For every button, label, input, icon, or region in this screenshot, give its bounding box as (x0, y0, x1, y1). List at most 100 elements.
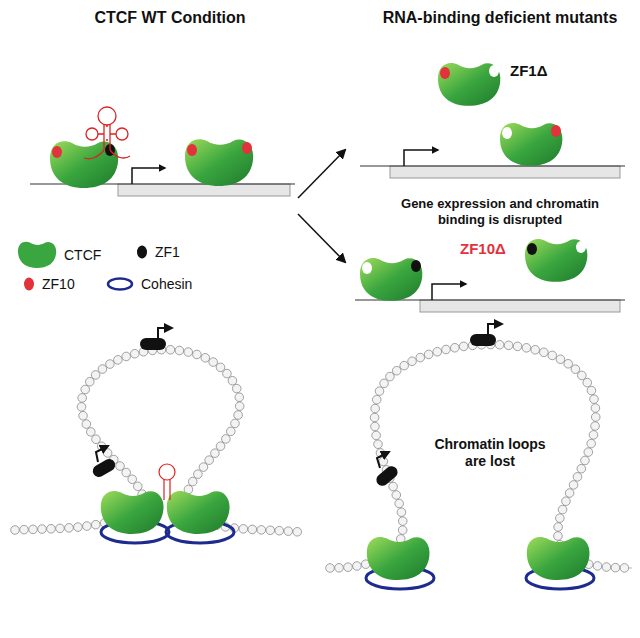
nucleosome (188, 477, 197, 486)
legend-swatch (105, 276, 135, 292)
nucleosome (199, 463, 208, 472)
ctcf-protein (360, 258, 422, 301)
nucleosome (433, 347, 442, 356)
nucleosome (353, 562, 362, 571)
annotation: Chromatin loops are lost (425, 436, 555, 470)
nucleosome (216, 442, 225, 451)
nucleosome (371, 404, 380, 413)
promoter-element (91, 324, 502, 488)
ctcf-protein (185, 139, 253, 186)
nucleosome (459, 342, 468, 351)
nucleosome (558, 505, 567, 514)
legend-swatch (135, 244, 149, 260)
nucleosome (372, 395, 381, 404)
legend-label: ZF1 (155, 244, 180, 260)
mutant-panel (355, 63, 625, 312)
nucleosome (166, 345, 175, 354)
annotation: Gene expression and chromatin binding is… (400, 196, 600, 227)
promoter-arrow (404, 150, 438, 166)
nucleosome (74, 523, 83, 532)
nucleosome (370, 413, 379, 422)
nucleosome (573, 473, 582, 482)
nucleosome (266, 526, 275, 535)
nucleosome (82, 420, 91, 429)
nucleosome (583, 378, 592, 387)
nucleosome (128, 475, 137, 484)
nucleosome (602, 563, 611, 572)
nucleosome (540, 348, 549, 357)
nucleosome (442, 345, 451, 354)
nucleosome (590, 395, 599, 404)
nucleosome (130, 349, 139, 358)
nucleosome (504, 341, 513, 350)
nucleosome (589, 431, 598, 440)
nucleosome (122, 468, 131, 477)
nucleosome (587, 386, 596, 395)
nucleosome (344, 563, 353, 572)
nucleosome (587, 439, 596, 448)
nucleosome (408, 357, 417, 366)
rna-stem-loop (84, 107, 130, 159)
nucleosome (392, 366, 401, 375)
nucleosome (571, 365, 580, 374)
dna-line (360, 165, 625, 166)
nucleosome (239, 525, 248, 534)
nucleosome (86, 428, 95, 437)
nucleosome (91, 520, 100, 529)
nucleosome (554, 532, 563, 541)
nucleosome (205, 456, 214, 465)
nucleosome (85, 377, 94, 386)
gene-body (420, 300, 620, 312)
transition-arrow (298, 150, 345, 198)
nucleosome (371, 422, 380, 431)
nucleosome (392, 491, 401, 500)
legend-item: Cohesin (105, 276, 192, 292)
nucleosome (522, 344, 531, 353)
chromatin-fiber (330, 345, 632, 568)
nucleosome (81, 385, 90, 394)
nucleosome (395, 499, 404, 508)
nucleosome (222, 435, 231, 444)
nucleosome (379, 457, 388, 466)
nucleosome (591, 422, 600, 431)
nucleosome (591, 413, 600, 422)
nucleosome (389, 482, 398, 491)
nucleosome (372, 431, 381, 440)
nucleosome (29, 525, 38, 534)
promoter-arrow (132, 168, 165, 184)
nucleosome (562, 497, 571, 506)
nucleosome (293, 527, 302, 536)
nucleosome (398, 517, 407, 526)
nucleosome (83, 522, 92, 531)
nucleosome (591, 404, 600, 413)
nucleosome (20, 525, 29, 534)
wt-panel (30, 107, 295, 196)
nucleosome (235, 393, 244, 402)
nucleosome (235, 402, 244, 411)
transition-arrow (298, 214, 345, 262)
nucleosome (114, 356, 123, 365)
nucleosome (335, 564, 344, 573)
nucleosome (248, 525, 257, 534)
panel-heading: CTCF WT Condition (60, 8, 280, 27)
nucleosome (513, 342, 522, 351)
nucleosome (424, 350, 433, 359)
ctcf-cohesin-complex (101, 464, 594, 589)
nucleosome (78, 394, 87, 403)
nucleosome (374, 440, 383, 449)
gene-body (118, 184, 290, 196)
nucleosome (209, 358, 218, 367)
nucleosome (400, 361, 409, 370)
nucleosome (77, 403, 86, 412)
nucleosome (593, 562, 602, 571)
nucleosome (56, 524, 65, 533)
nucleosome (184, 348, 193, 357)
nucleosome (116, 462, 125, 471)
nucleosome (584, 448, 593, 457)
legend-swatch (22, 276, 36, 292)
nucleosome (226, 427, 235, 436)
nucleosome (275, 526, 284, 535)
panel-heading: RNA-binding deficient mutants (365, 8, 635, 27)
nucleosome (232, 384, 241, 393)
nucleosome (620, 564, 629, 573)
